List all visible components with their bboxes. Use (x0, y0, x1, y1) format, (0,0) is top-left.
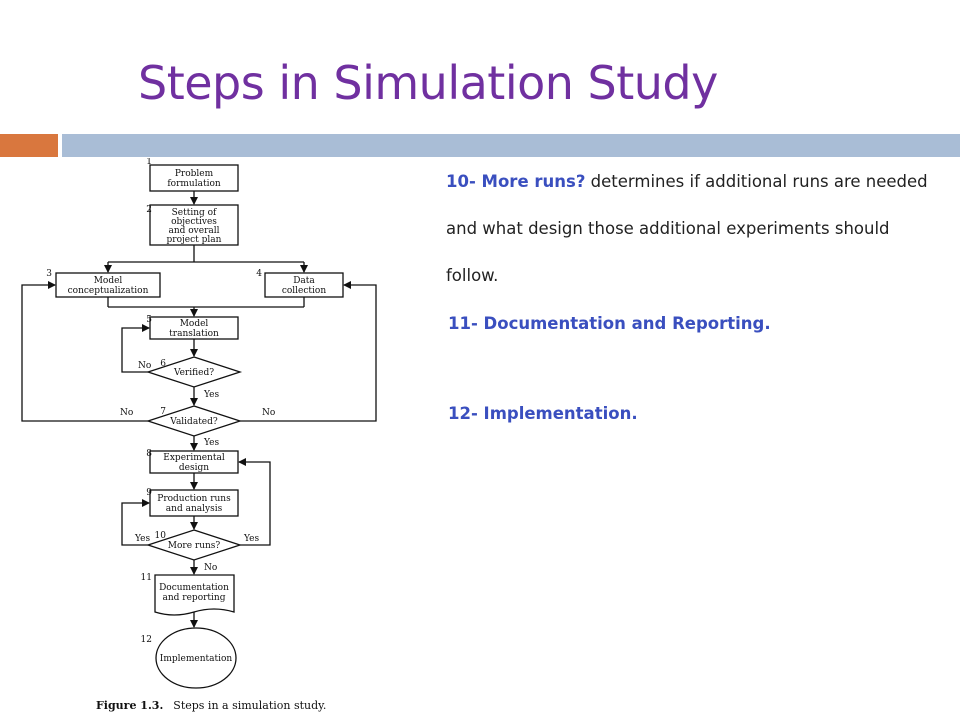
node-label: Production runs (157, 494, 231, 504)
node-label: conceptualization (68, 286, 149, 296)
node-num-3: 3 (46, 269, 52, 279)
node-documentation (154, 574, 235, 616)
title-accent-bar (0, 134, 58, 157)
edge-label-no: No (138, 361, 151, 371)
node-label: project plan (167, 235, 222, 245)
caption-number: Figure 1.3. (96, 699, 164, 712)
node-label: Documentation (159, 583, 229, 593)
node-label: objectives (171, 217, 217, 227)
node-label: Setting of (172, 208, 217, 218)
title-divider-bar (62, 134, 960, 157)
node-label: Validated? (169, 417, 218, 427)
node-num-8: 8 (146, 449, 152, 459)
caption-text: Steps in a simulation study. (173, 699, 327, 712)
node-label: design (179, 463, 209, 473)
edge-label-no: No (120, 408, 133, 418)
edge-label-yes: Yes (134, 534, 150, 544)
node-label: and analysis (166, 504, 223, 514)
edge-label-no: No (204, 563, 217, 573)
node-num-6: 6 (160, 359, 166, 369)
node-label: More runs? (168, 541, 221, 551)
edge-label-yes: Yes (203, 438, 219, 448)
step12-text: 12- Implementation. (448, 404, 638, 423)
figure-caption: Figure 1.3. Steps in a simulation study. (96, 699, 326, 712)
edge-label-no: No (262, 408, 275, 418)
node-label: and overall (168, 226, 219, 236)
node-label: translation (169, 329, 219, 339)
node-num-5: 5 (146, 315, 152, 325)
step10-paragraph: 10- More runs? determines if additional … (446, 158, 936, 299)
node-label: Model (180, 319, 209, 329)
node-num-4: 4 (256, 269, 262, 279)
node-num-7: 7 (160, 407, 166, 417)
node-label: Model (94, 276, 123, 286)
node-label: Verified? (173, 368, 214, 378)
node-label: formulation (167, 179, 221, 189)
node-implementation (155, 627, 237, 689)
node-num-9: 9 (146, 488, 152, 498)
slide-title: Steps in Simulation Study (138, 56, 718, 110)
node-label: collection (282, 286, 326, 296)
step10-label: 10- More runs? (446, 172, 586, 191)
edge-label-yes: Yes (243, 534, 259, 544)
step10-text: determines if additional runs are needed… (446, 172, 928, 285)
node-label: Problem (175, 169, 214, 179)
node-label: Experimental (163, 453, 225, 463)
node-label: and reporting (163, 593, 226, 603)
node-num-12: 12 (141, 635, 152, 645)
content-area: 10- More runs? determines if additional … (446, 158, 936, 423)
simulation-flowchart: 1 2 3 4 5 6 7 8 9 10 11 12 Problem formu… (21, 158, 377, 689)
node-label: Data (293, 276, 315, 286)
node-num-1: 1 (146, 158, 152, 167)
node-num-2: 2 (146, 205, 152, 215)
edge-label-yes: Yes (203, 390, 219, 400)
node-num-11: 11 (141, 573, 152, 583)
node-label: Implementation (160, 654, 233, 664)
step11-text: 11- Documentation and Reporting. (448, 314, 771, 333)
node-num-10: 10 (155, 531, 167, 541)
